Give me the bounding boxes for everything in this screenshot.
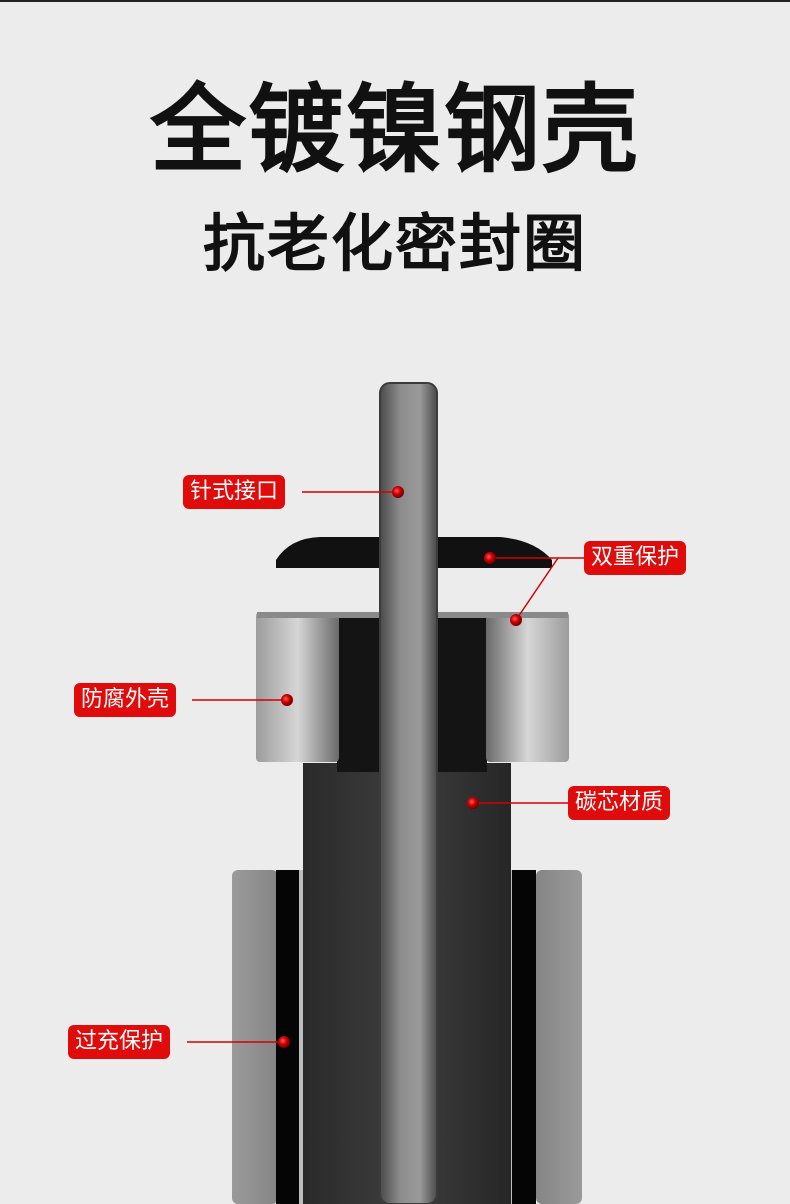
page-title: 全镀镍钢壳 — [150, 74, 640, 186]
anticorrosion-shell-dot — [281, 694, 293, 706]
double-protection-dot-shell — [510, 614, 522, 626]
inner-sleeve-left — [299, 870, 303, 1204]
shell-left — [256, 612, 339, 762]
label-pin-connector: 针式接口 — [183, 475, 286, 509]
carbon-core-dot — [467, 797, 479, 809]
label-double-protection: 双重保护 — [584, 541, 687, 575]
label-anticorrosion-shell: 防腐外壳 — [74, 683, 177, 717]
overcharge-layer-left — [276, 870, 300, 1204]
top-border — [0, 0, 790, 2]
label-overcharge-protection: 过充保护 — [68, 1025, 171, 1059]
double-protection-leader-diag — [515, 557, 559, 621]
shell-right — [486, 612, 569, 762]
page-subtitle: 抗老化密封圈 — [202, 207, 587, 280]
label-carbon-core: 碳芯材质 — [568, 786, 671, 820]
pin-connector-dot — [392, 486, 404, 498]
double-protection-dot-cap — [484, 552, 496, 564]
outer-casing-right — [536, 870, 582, 1204]
overcharge-dot — [278, 1036, 290, 1048]
pin-rod — [380, 383, 437, 1204]
overcharge-layer-right — [512, 870, 536, 1204]
outer-casing-left — [232, 870, 278, 1204]
pin-rod-edge — [379, 382, 438, 1204]
